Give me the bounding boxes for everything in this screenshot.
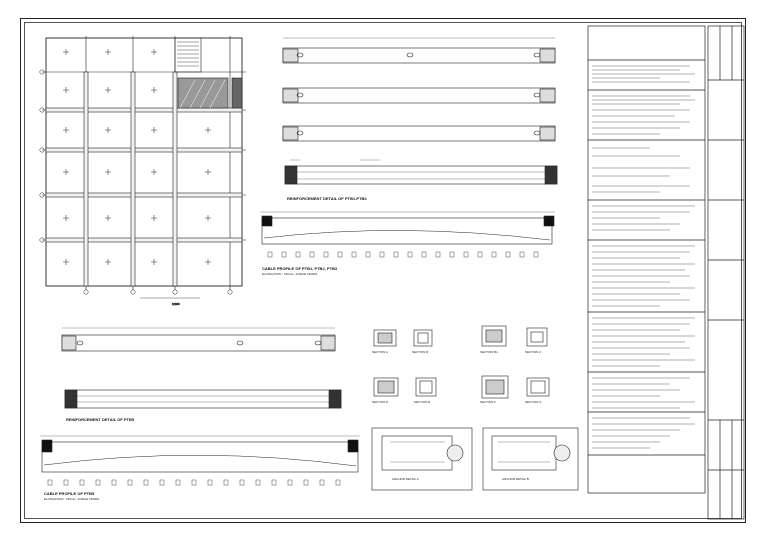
grid-bubble-icon bbox=[39, 69, 233, 295]
cable-profile-pt2 bbox=[40, 435, 360, 486]
floor-plan bbox=[39, 36, 246, 299]
subtitle-profile-pt2: ELONGATION : 150mm, FORCE 1500kN bbox=[44, 497, 99, 501]
section-label: SECTION B1 bbox=[480, 350, 498, 354]
section-label: SECTION A bbox=[372, 350, 388, 354]
reinforcement-detail-pt2 bbox=[64, 389, 342, 409]
reinforcement-detail-pt1 bbox=[284, 159, 558, 185]
anchor-detail-label: ANCHOR DETAIL A bbox=[392, 477, 419, 481]
section-label: SECTION B bbox=[412, 350, 428, 354]
column-mark-icon bbox=[63, 49, 211, 265]
beam-elevation-bottom bbox=[61, 327, 336, 352]
title-block bbox=[707, 25, 745, 520]
plan-scale: 1:100 bbox=[172, 302, 180, 306]
cable-profile-pt1 bbox=[260, 211, 555, 258]
sections bbox=[373, 325, 550, 399]
section-label: SECTION G bbox=[525, 400, 542, 404]
section-label: SECTION F bbox=[480, 400, 496, 404]
section-label: SECTION E bbox=[414, 400, 430, 404]
beam-elevations-top bbox=[282, 37, 556, 142]
stair-hatch-icon bbox=[174, 37, 202, 73]
drawing-frame bbox=[24, 22, 742, 519]
title-reinf-pt1: REINFORCEMENT DETAIL OF PTB1-PTB4 bbox=[287, 196, 367, 201]
subtitle-profile-pt1: ELONGATION : 150mm, FORCE 1500kN bbox=[262, 272, 317, 276]
section-label: SECTION D bbox=[372, 400, 389, 404]
title-profile-pt2: CABLE PROFILE OF PTB5 bbox=[44, 491, 95, 496]
section-label: SECTION C bbox=[525, 350, 542, 354]
anchor-detail-label: ANCHOR DETAIL B bbox=[502, 477, 529, 481]
title-reinf-pt2: REINFORCEMENT DETAIL OF PTB5 bbox=[66, 417, 135, 422]
anchor-details bbox=[371, 427, 579, 491]
title-profile-pt1: CABLE PROFILE OF PTB1, PTB2, PTB3 bbox=[262, 266, 338, 271]
notes-panel bbox=[587, 25, 706, 494]
drawing-sheet bbox=[20, 18, 746, 523]
